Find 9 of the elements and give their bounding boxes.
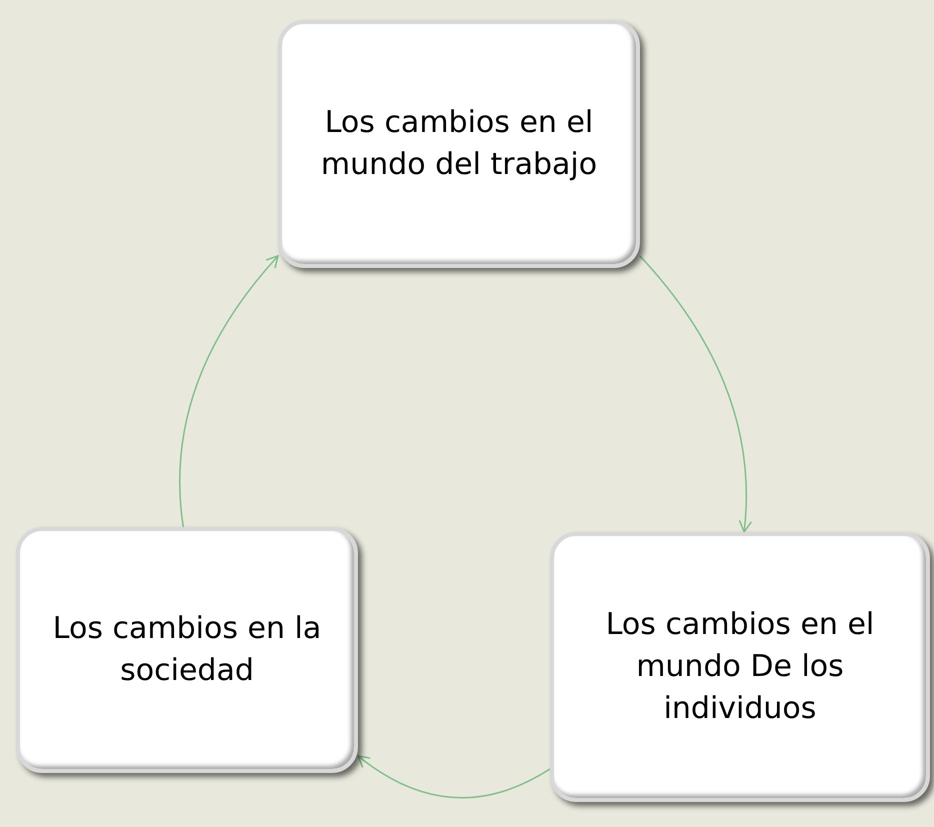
box-label: Los cambios en el mundo del trabajo xyxy=(320,104,598,184)
arrow xyxy=(357,755,550,798)
process-box xyxy=(550,532,930,802)
box-label: Los cambios en el mundo De los individuos xyxy=(604,606,876,728)
arrow xyxy=(639,256,752,533)
process-box xyxy=(16,527,358,773)
arrow xyxy=(179,255,279,528)
process-box xyxy=(278,20,640,268)
box-label: Los cambios en la sociedad xyxy=(52,610,322,690)
